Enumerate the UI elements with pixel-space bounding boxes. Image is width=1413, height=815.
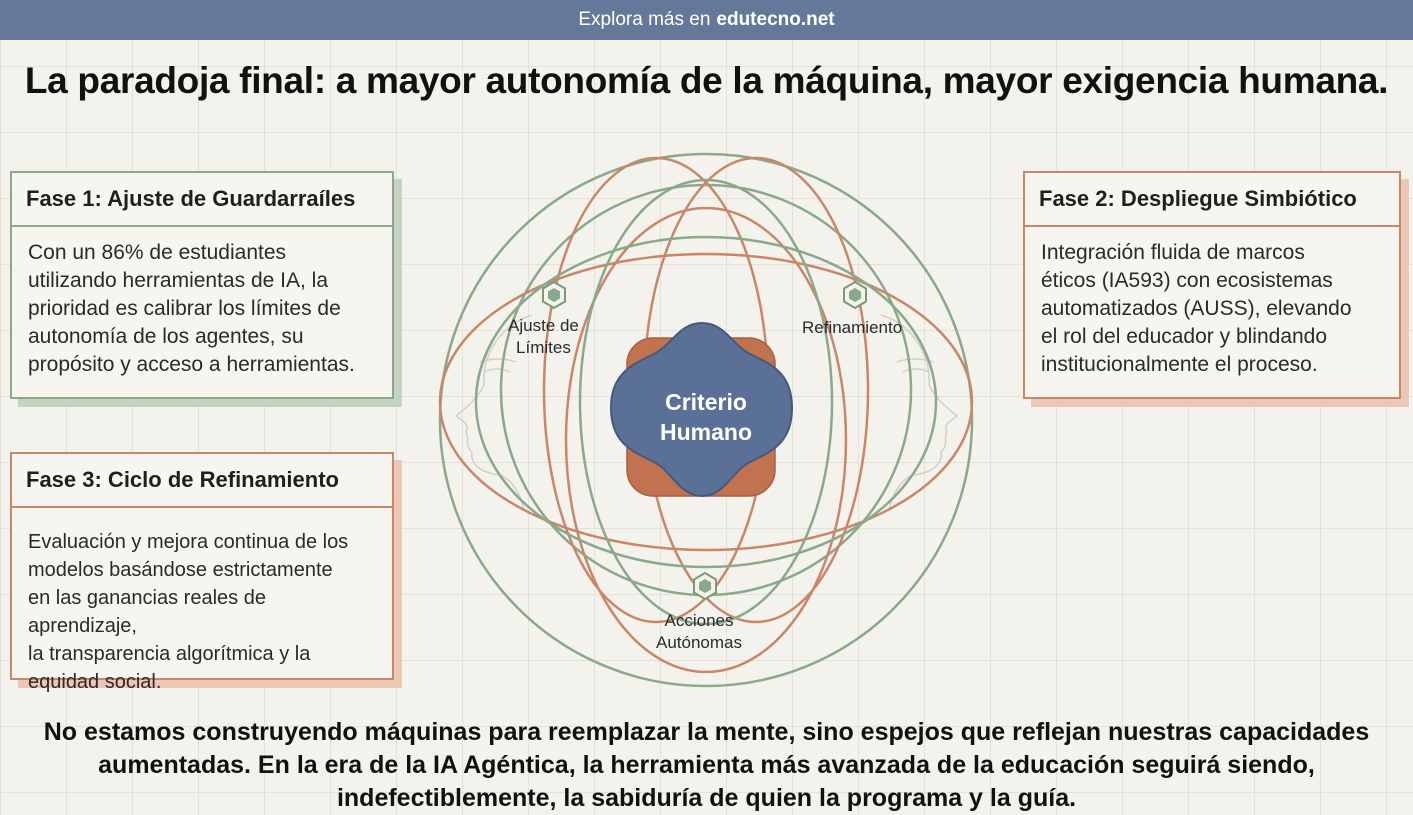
hex-node-acciones — [693, 571, 717, 601]
core-label-line: Humano — [660, 419, 752, 445]
ellipse-green-vertical — [578, 178, 834, 626]
card-line: el rol del educador y blindando — [1041, 325, 1328, 348]
banner-prefix: Explora más en — [578, 9, 711, 30]
node-label-refinamiento: Refinamiento — [802, 317, 902, 339]
card-line: utilizando herramientas de IA, la — [28, 269, 328, 292]
card-fase-2: Fase 2: Despliegue Simbiótico Integració… — [1023, 171, 1401, 399]
card-line: Evaluación y mejora continua de los — [28, 531, 349, 553]
card-line: modelos basándose estrictamente — [28, 559, 333, 581]
card-line: éticos (IA593) con ecosistemas — [1041, 269, 1333, 292]
core-label-line: Criterio — [665, 389, 747, 415]
node-label-acciones: Acciones Autónomas — [656, 610, 742, 654]
node-label-line: Acciones — [664, 611, 734, 630]
card-line: propósito y acceso a herramientas. — [28, 353, 355, 376]
card-line: autonomía de los agentes, su — [28, 325, 304, 348]
card-fase-3: Fase 3: Ciclo de Refinamiento Evaluación… — [10, 452, 394, 693]
node-label-ajuste: Ajuste de Límites — [508, 315, 579, 359]
card-line: equidad social. — [28, 671, 162, 693]
closing-line: No estamos construyendo máquinas para re… — [43, 718, 1370, 746]
venn-diagram: Ajuste de Límites Refinamiento Acciones … — [420, 140, 993, 700]
closing-line: indefectiblemente, la sabiduría de quien… — [336, 784, 1077, 812]
venn-svg — [438, 152, 974, 688]
card-fase-1: Fase 1: Ajuste de Guardarraíles Con un 8… — [10, 171, 394, 399]
core-blue-shape — [609, 321, 794, 498]
node-label-line: Ajuste de — [508, 316, 579, 335]
card-fase-3-body: Evaluación y mejora continua de los mode… — [12, 528, 392, 693]
card-fase-2-title: Fase 2: Despliegue Simbiótico — [1025, 173, 1399, 227]
ellipse-green-horizontal — [474, 235, 938, 569]
closing-statement: No estamos construyendo máquinas para re… — [0, 716, 1413, 815]
node-label-line: Refinamiento — [802, 318, 903, 337]
closing-line: aumentadas. En la era de la IA Agéntica,… — [98, 751, 1315, 779]
card-line: Con un 86% de estudiantes — [28, 241, 287, 264]
hex-node-ajuste — [542, 280, 566, 310]
banner-site-link[interactable]: edutecno.net — [716, 9, 835, 30]
hex-node-refinamiento — [843, 280, 867, 310]
card-fase-2-body: Integración fluida de marcos éticos (IA5… — [1025, 239, 1399, 397]
page-title: La paradoja final: a mayor autonomía de … — [24, 60, 1389, 101]
outer-circle-green — [438, 152, 974, 688]
card-line: Integración fluida de marcos — [1041, 241, 1305, 264]
card-line: la transparencia algorítmica y la — [28, 643, 311, 665]
card-line: institucionalmente el proceso. — [1041, 353, 1318, 376]
core-label: Criterio Humano — [656, 387, 756, 447]
card-fase-3-title: Fase 3: Ciclo de Refinamiento — [12, 454, 392, 508]
face-silhouette-right — [880, 314, 959, 511]
card-fase-1-title: Fase 1: Ajuste de Guardarraíles — [12, 173, 392, 227]
node-label-line: Límites — [516, 338, 571, 357]
card-line: prioridad es calibrar los límites de — [28, 297, 341, 320]
card-line: en las ganancias reales de aprendizaje, — [28, 587, 266, 637]
top-banner: Explora más en edutecno.net — [0, 0, 1413, 40]
card-line: automatizados (AUSS), elevando — [1041, 297, 1352, 320]
ellipse-orange-center — [564, 206, 848, 674]
node-label-line: Autónomas — [656, 633, 742, 652]
card-fase-1-body: Con un 86% de estudiantes utilizando her… — [12, 239, 392, 397]
ellipse-orange-horizontal — [438, 252, 974, 552]
